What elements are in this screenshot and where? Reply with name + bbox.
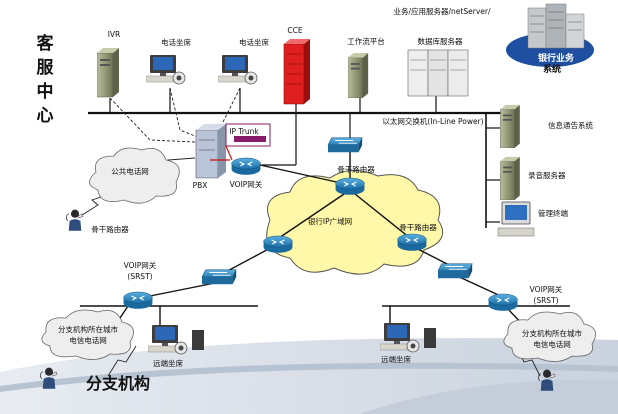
ip-trunk-box	[225, 123, 271, 147]
label-mgmt-terminal: 管理终端	[538, 208, 568, 218]
label-cce: CCE	[287, 26, 302, 35]
label-ethernet: 以太网交换机(In-Line Power)	[382, 116, 483, 126]
label-router-right: 骨干路由器	[399, 222, 437, 232]
workflow-platform-icon	[348, 52, 369, 98]
title-char-1: 客	[36, 33, 55, 54]
ethernet-switch-icon	[327, 137, 363, 153]
app-servers-icon	[407, 49, 469, 97]
recording-server-icon	[500, 156, 521, 200]
info-notification-server-icon	[500, 104, 521, 148]
label-recording: 录音服务器	[528, 170, 566, 180]
management-terminal-icon	[497, 201, 535, 237]
label-app-server-1: 业务/应用服务器/netServer/	[394, 6, 491, 16]
label-voip-gateway-hq: VOIP网关	[230, 179, 263, 189]
remote-agent-pc-left-icon	[148, 324, 188, 355]
backbone-router-hq-icon	[335, 177, 365, 196]
label-remote-agent-left: 远端坐席	[153, 358, 183, 368]
label-workflow: 工作流平台	[347, 36, 385, 46]
label-agent-1: 电话坐席	[161, 37, 191, 47]
voip-gateway-hq-icon	[231, 157, 261, 176]
label-info-notify: 信息通告系统	[548, 120, 593, 130]
title-char-4: 心	[37, 106, 54, 126]
backbone-router-right-icon	[397, 233, 427, 252]
branch-title: 分支机构	[86, 374, 150, 393]
label-app-server-2: 数据库服务器	[418, 36, 463, 46]
label-voip-srst-left-2: (SRST)	[127, 272, 152, 281]
customer-caller-icon	[66, 209, 84, 232]
label-branch-pstn-right-1: 分支机构所在城市	[522, 328, 582, 338]
branch-switch-right-icon	[437, 263, 473, 279]
pstn-cloud	[89, 147, 180, 204]
agent-pc-1-icon	[146, 54, 186, 85]
label-ivr: IVR	[108, 30, 121, 39]
label-agent-2: 电话坐席	[239, 37, 269, 47]
agent-pc-2-icon	[218, 54, 258, 85]
branch-pstn-cloud-left	[41, 309, 134, 360]
label-router-hq: 骨干路由器	[337, 164, 375, 174]
label-voip-srst-left-1: VOIP网关	[124, 260, 157, 270]
label-branch-pstn-left-2: 电信电话网	[69, 335, 107, 345]
pbx-icon	[195, 124, 226, 179]
label-branch-pstn-left-1: 分支机构所在城市	[58, 324, 118, 334]
label-bank-system-2: 系统	[543, 63, 561, 75]
voip-gateway-srst-right-icon	[488, 293, 518, 312]
server-drop-lines	[109, 88, 437, 166]
remote-agent-pc-right-icon	[380, 322, 420, 353]
label-pstn: 公共电话网	[111, 166, 149, 176]
label-remote-agent-right: 远端坐席	[381, 354, 411, 364]
label-ip-trunk: IP Trunk	[229, 127, 259, 136]
bank-wan-cloud	[266, 170, 444, 275]
label-router-left: 骨干路由器	[91, 224, 129, 234]
voip-gateway-srst-left-icon	[123, 291, 153, 310]
backbone-router-left-icon	[263, 235, 293, 254]
title-char-3: 中	[37, 81, 54, 102]
ivr-server-icon	[97, 47, 120, 98]
branch-pstn-cloud-right	[503, 311, 596, 362]
label-voip-srst-right-2: (SRST)	[533, 296, 558, 305]
label-bank-wan: 银行IP广域网	[308, 216, 352, 226]
label-branch-pstn-right-2: 电信电话网	[533, 339, 571, 349]
label-bank-system-1: 银行业务	[538, 52, 575, 64]
branch-server-right-icon	[424, 328, 436, 348]
label-pbx: PBX	[193, 181, 208, 190]
cce-server-icon	[283, 39, 310, 105]
background-swoosh	[0, 338, 618, 414]
label-voip-srst-right-1: VOIP网关	[530, 284, 563, 294]
bank-building-icon	[506, 3, 594, 67]
title-char-2: 服	[37, 58, 55, 78]
branch-switch-left-icon	[201, 269, 237, 285]
branch-server-left-icon	[192, 330, 204, 350]
